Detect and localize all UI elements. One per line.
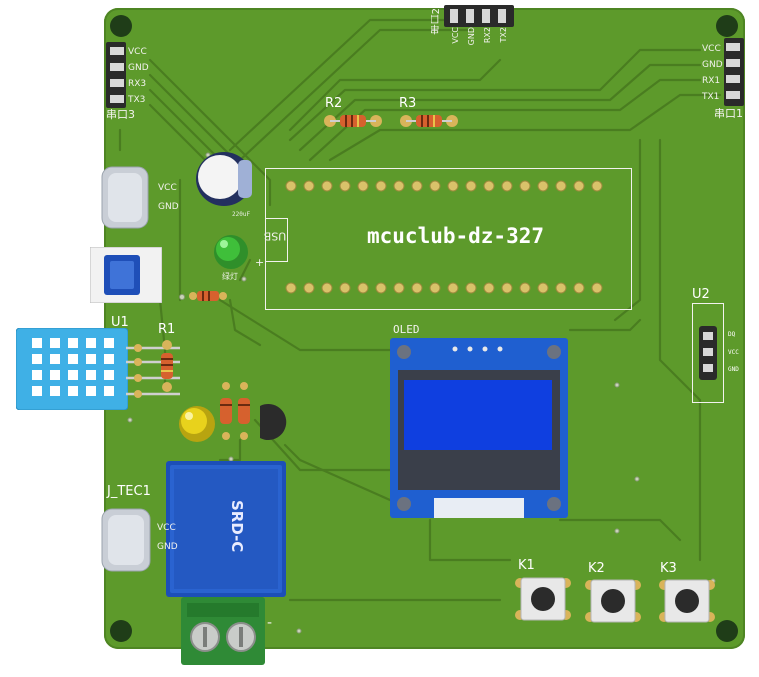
- resistor-switch: [189, 291, 227, 301]
- mcu-top-pin-row: [285, 180, 603, 192]
- serial3-label: 串口3: [106, 108, 135, 121]
- usb-power-pin-gnd: GND: [158, 202, 179, 212]
- tec-pin-gnd: GND: [157, 542, 178, 552]
- u2-label: U2: [692, 287, 710, 302]
- electrolytic-capacitor: [196, 152, 252, 206]
- k2-label: K2: [588, 561, 605, 576]
- yellow-led: [179, 406, 215, 442]
- serial2-pin-gnd: GND: [467, 27, 476, 46]
- serial2-header: [444, 5, 514, 27]
- serial3-pin-vcc: VCC: [128, 47, 147, 57]
- transistor: [260, 404, 287, 440]
- serial1-header: [724, 38, 744, 106]
- serial3-header: [106, 42, 126, 108]
- serial1-pin-gnd: GND: [702, 60, 723, 70]
- dht-sensor-u1: [16, 328, 128, 410]
- serial2-pin-tx2: TX2: [499, 27, 508, 43]
- led-plus-label: +: [255, 256, 265, 269]
- u2-pin-dq: DQ: [728, 331, 736, 338]
- r3-label: R3: [399, 96, 417, 111]
- k1-label: K1: [518, 558, 535, 573]
- screw-terminal: [181, 597, 265, 665]
- serial1-label: 串口1: [714, 107, 743, 120]
- u2-pin-vcc: VCC: [728, 349, 739, 356]
- u2-sensor-body: [699, 326, 717, 380]
- k3-label: K3: [660, 561, 677, 576]
- resistor-pair-relay-driver: [220, 382, 250, 440]
- usb-silk-box: [265, 218, 288, 262]
- resistor-r1: [161, 340, 173, 392]
- terminal-minus-label: -: [267, 615, 273, 631]
- r2-label: R2: [325, 96, 343, 111]
- serial3-pin-tx3: TX3: [128, 95, 146, 105]
- button-k2[interactable]: [585, 577, 641, 625]
- power-switch[interactable]: [90, 247, 162, 303]
- usb-c-tec-connector: [101, 508, 151, 572]
- tec-pin-vcc: VCC: [157, 523, 176, 533]
- mcu-bottom-pin-row: [285, 282, 603, 294]
- green-led: [214, 235, 248, 269]
- u1-label: U1: [111, 315, 129, 330]
- resistor-r2: [324, 115, 382, 127]
- green-led-label: 绿灯: [222, 272, 238, 281]
- serial2-pin-rx2: RX2: [483, 27, 492, 44]
- tec-label: J_TEC1: [107, 484, 151, 499]
- oled-display: [390, 338, 568, 518]
- serial1-pin-tx1: TX1: [702, 92, 720, 102]
- serial3-pin-gnd: GND: [128, 63, 149, 73]
- mcu-module-outline: [265, 168, 632, 310]
- serial2-pin-vcc: VCC: [451, 27, 460, 44]
- r1-label: R1: [158, 322, 176, 337]
- serial1-pin-rx1: RX1: [702, 76, 721, 86]
- capacitor-label: 220uF: [232, 211, 251, 218]
- u2-pin-gnd: GND: [728, 366, 739, 373]
- resistor-r3: [400, 115, 458, 127]
- oled-label: OLED: [393, 323, 420, 336]
- usb-silk-label: USB: [263, 229, 287, 243]
- board-title: mcuclub-dz-327: [367, 224, 545, 248]
- button-k3[interactable]: [659, 577, 715, 625]
- relay-label: SRD-C: [228, 500, 246, 553]
- u2-outline: [692, 303, 724, 403]
- usb-c-power-connector: [101, 166, 149, 229]
- usb-power-pin-vcc: VCC: [158, 183, 177, 193]
- serial1-pin-vcc: VCC: [702, 44, 721, 54]
- relay-srd-c: [166, 461, 286, 597]
- button-k1[interactable]: [515, 575, 571, 623]
- serial3-pin-rx3: RX3: [128, 79, 147, 89]
- serial2-label: 串口2: [431, 8, 442, 35]
